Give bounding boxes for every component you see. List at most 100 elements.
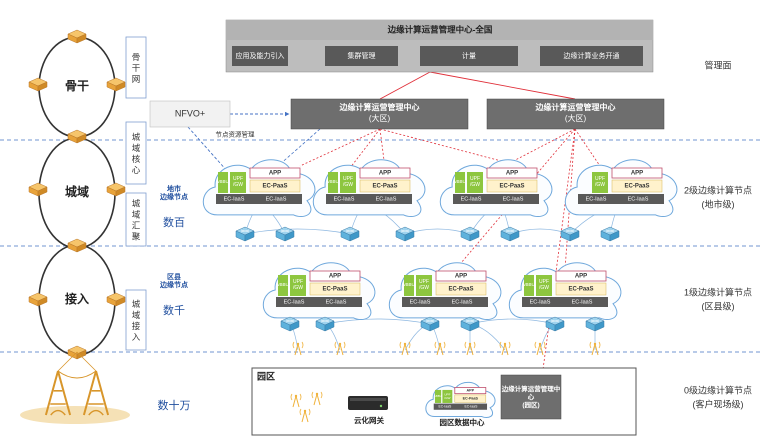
- tower-shadow: [20, 406, 130, 424]
- antenna-wave: [299, 408, 311, 416]
- antenna-leg: [504, 343, 509, 356]
- paas-box: [249, 179, 301, 193]
- switch-arrows: [425, 319, 435, 323]
- tower-legs: [82, 370, 110, 416]
- iaas-label: EC-IaaS: [284, 299, 305, 305]
- row-count: 数千: [163, 304, 185, 317]
- vertical-label-char: 汇: [132, 220, 141, 230]
- router-right: [115, 186, 126, 197]
- antenna-icon: [499, 341, 511, 356]
- upf-block: [442, 389, 453, 403]
- switch-arrows: [465, 229, 475, 233]
- vertical-label-char: 入: [132, 332, 141, 342]
- center-module-box: [232, 46, 288, 66]
- vbbu-block: [328, 172, 338, 193]
- antenna-wave: [290, 393, 302, 401]
- paas-label: EC-PaaS: [463, 397, 479, 401]
- paas-label: EC-PaaS: [448, 287, 473, 293]
- vbbu-block: [455, 172, 465, 193]
- router-icon: [28, 292, 48, 307]
- upf-block: [230, 172, 246, 193]
- switch-icon: [395, 226, 415, 242]
- antenna-icon: [399, 341, 411, 356]
- center-module-label: 应用及能力引入: [236, 51, 285, 60]
- vbbu-label: vBBU: [454, 179, 466, 184]
- right-label: 1级边缘计算节点: [684, 286, 752, 297]
- ring-label: 城域: [65, 184, 89, 199]
- antenna-head: [593, 342, 597, 346]
- antenna-head: [503, 342, 507, 346]
- switch-icon: [280, 316, 300, 332]
- vertical-label-box: [125, 192, 147, 247]
- paas-box: [555, 282, 607, 296]
- paas-label: EC-PaaS: [624, 184, 649, 190]
- antenna-leg: [536, 343, 541, 356]
- router-right: [37, 186, 48, 197]
- antenna-icon: [464, 341, 476, 356]
- switch-icon: [460, 316, 480, 332]
- antenna-leg: [295, 395, 300, 408]
- region-manager-label: 边缘计算运营管理中心: [535, 102, 616, 112]
- switch-icon: [500, 226, 520, 242]
- switch-icon: [315, 316, 335, 332]
- app-label: APP: [631, 171, 643, 177]
- paas-box: [359, 179, 411, 193]
- antenna-head: [296, 342, 300, 346]
- iaas-label: EC-IaaS: [503, 196, 524, 202]
- region-manager-box: [290, 98, 469, 130]
- app-box: [435, 270, 487, 282]
- antenna-leg: [304, 410, 309, 423]
- gateway-stripe: [350, 398, 386, 401]
- vertical-label-char: 城: [132, 299, 141, 309]
- switch-right: [554, 320, 565, 332]
- upf-label: UPF/GW: [233, 176, 243, 188]
- switch-arrows: [590, 319, 600, 323]
- vertical-label-char: 骨: [132, 52, 141, 62]
- switch-right: [244, 230, 255, 242]
- vertical-label-char: 城: [132, 198, 141, 208]
- iaas-label: EC-IaaS: [334, 196, 355, 202]
- antenna-leg: [336, 343, 341, 356]
- upf-label: UPF/GW: [444, 392, 450, 400]
- resource-dashed-link: [277, 128, 321, 167]
- tower-icon: [44, 370, 72, 416]
- center-module-label: 边缘计算业务开通: [564, 51, 620, 60]
- region-manager-label: (大区): [369, 113, 391, 123]
- vbbu-block: [524, 275, 534, 296]
- tower-wire: [76, 351, 97, 372]
- mesh-link: [244, 228, 351, 235]
- iaas-bar: [453, 194, 539, 204]
- antenna-wave: [499, 341, 511, 349]
- iaas-bar: [276, 297, 362, 307]
- row-name: 地市边缘节点: [159, 184, 188, 201]
- upf-block: [290, 275, 306, 296]
- tower-legs: [44, 370, 72, 416]
- router-right: [115, 296, 126, 307]
- iaas-label: EC-IaaS: [464, 405, 478, 409]
- antenna-wave: [311, 391, 323, 399]
- antenna-icon: [292, 341, 304, 356]
- upf-block: [467, 172, 483, 193]
- app-label: APP: [329, 274, 341, 280]
- vbbu-label: vBBU: [523, 282, 535, 287]
- app-label: APP: [269, 171, 281, 177]
- antenna-wave: [292, 341, 304, 349]
- switch-right: [349, 230, 360, 242]
- tower-icon: [82, 370, 110, 416]
- upf-label: UPF/GW: [419, 279, 429, 291]
- paas-box: [435, 282, 487, 296]
- mesh-link: [324, 318, 431, 325]
- antenna-icon: [434, 341, 446, 356]
- paas-box: [486, 179, 538, 193]
- upf-label: UPF/GW: [343, 176, 353, 188]
- upf-label: UPF/GW: [470, 176, 480, 188]
- antenna-icon: [290, 393, 302, 408]
- router-icon: [106, 182, 126, 197]
- switch-arrows: [565, 229, 575, 233]
- antenna-leg: [301, 410, 306, 423]
- tower-wire: [57, 370, 97, 379]
- switch-icon: [460, 226, 480, 242]
- switch-right: [594, 320, 605, 332]
- nfvo-link-label: 节点资源管理: [216, 130, 256, 139]
- park-title: 园区: [257, 371, 275, 381]
